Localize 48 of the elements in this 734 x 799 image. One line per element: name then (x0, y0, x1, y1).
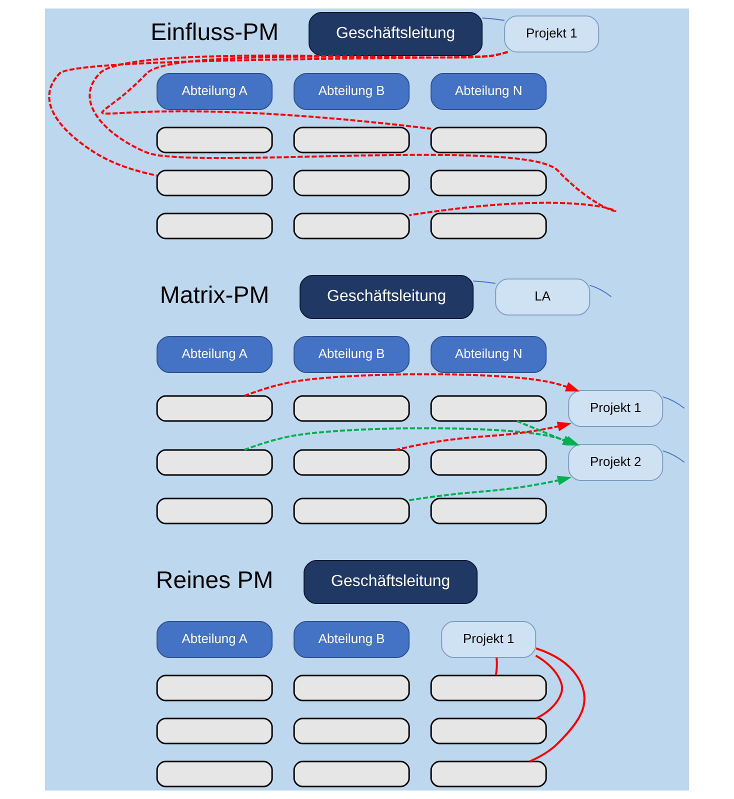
node-box: Abteilung A (156, 621, 273, 658)
node-box: Abteilung A (156, 336, 273, 373)
node-box (430, 760, 547, 788)
node-box (156, 212, 273, 240)
node-box (293, 449, 410, 476)
arrow (409, 476, 572, 502)
connector (662, 396, 685, 409)
node-box: Abteilung B (294, 336, 410, 373)
node-box (293, 718, 410, 744)
node-box (430, 498, 547, 524)
connector (535, 654, 564, 720)
node-box: LA (495, 278, 590, 316)
node-box: Projekt 1 (568, 390, 664, 427)
arrow (395, 422, 572, 451)
connector (494, 658, 498, 676)
node-box: Projekt 1 (504, 15, 600, 52)
node-box (293, 212, 410, 240)
node-box (156, 449, 273, 476)
node-box (156, 498, 273, 524)
node-box: Projekt 1 (441, 621, 536, 658)
connector (472, 280, 496, 284)
node-box (156, 674, 273, 702)
node-box (156, 718, 273, 744)
node-box (430, 449, 547, 476)
label: Einfluss-PM (150, 19, 279, 46)
node-box: Abteilung B (294, 621, 410, 658)
node-box (430, 395, 547, 422)
node-box (293, 760, 410, 788)
connector (662, 450, 685, 463)
connector (589, 284, 612, 298)
node-box: Geschäftsleitung (300, 274, 474, 319)
node-box (430, 718, 547, 744)
node-box (430, 674, 547, 702)
connector (482, 18, 505, 21)
label: Reines PM (156, 567, 274, 594)
arrow (244, 373, 580, 397)
node-box (156, 760, 273, 788)
node-box (293, 498, 410, 524)
arrow (516, 420, 577, 446)
node-box (293, 395, 410, 422)
node-box (156, 395, 273, 422)
label: Matrix-PM (160, 282, 270, 310)
node-box (430, 212, 547, 240)
node-box (293, 674, 410, 702)
node-box: Geschäftsleitung (308, 12, 483, 56)
node-box: Abteilung N (430, 336, 547, 373)
node-box: Geschäftsleitung (304, 560, 478, 604)
node-box: Projekt 2 (568, 444, 664, 481)
